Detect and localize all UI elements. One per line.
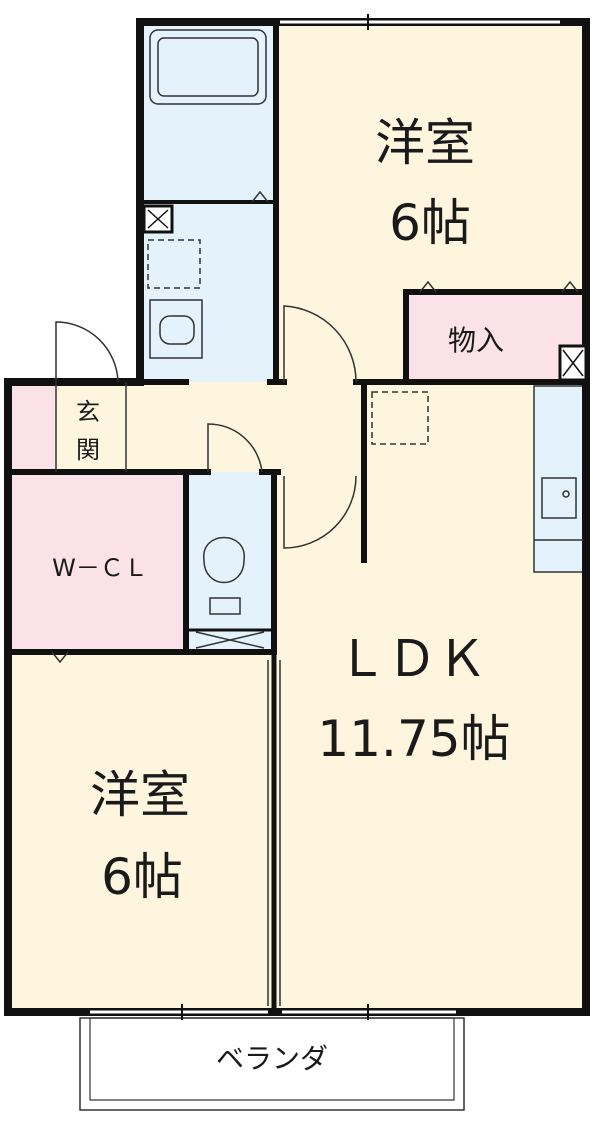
wash-basin bbox=[149, 299, 203, 359]
wic-name: W－ＣＬ bbox=[52, 554, 148, 582]
western-room-south-name: 洋室 bbox=[90, 766, 190, 824]
bathtub bbox=[149, 29, 267, 105]
wash-basin-bowl bbox=[159, 315, 195, 345]
washer-space bbox=[147, 239, 201, 289]
closet-mark-2 bbox=[561, 280, 579, 293]
ldk-door-swing bbox=[283, 475, 357, 549]
storage-name: 物入 bbox=[448, 324, 504, 357]
fixtures bbox=[51, 14, 588, 1020]
veranda-outline bbox=[79, 1017, 465, 1111]
toilet-tank bbox=[209, 597, 241, 615]
storage-floor bbox=[406, 292, 586, 382]
western-room-north-floor bbox=[276, 22, 586, 292]
western-room-north-name: 洋室 bbox=[375, 114, 475, 172]
entrance-name-line1: 玄 bbox=[76, 398, 100, 426]
wic-floor bbox=[8, 472, 186, 652]
kitchen-drain bbox=[562, 490, 570, 498]
vent-x2 bbox=[147, 209, 169, 229]
toilet-bottom-x2 bbox=[195, 631, 265, 649]
ldk-size: 11.75帖 bbox=[317, 710, 510, 768]
toilet-door-swing bbox=[207, 423, 263, 473]
toilet-floor bbox=[186, 472, 274, 652]
toilet-bowl bbox=[203, 536, 245, 584]
veranda bbox=[79, 1017, 465, 1111]
fridge-space bbox=[371, 391, 429, 445]
bath-mark bbox=[251, 190, 269, 203]
labels: 洋室 6帖 物入 玄 関 W－ＣＬ ＬＤＫ 11.75帖 洋室 6帖 ベランダ bbox=[52, 114, 510, 1075]
western-room-south-size: 6帖 bbox=[101, 848, 183, 906]
wic-door-mark bbox=[51, 651, 69, 664]
entrance-door-swing bbox=[55, 321, 119, 383]
storage-vent-x2 bbox=[562, 349, 584, 377]
closet-mark-1 bbox=[419, 280, 437, 293]
western-room-north-size: 6帖 bbox=[389, 194, 471, 252]
entrance-genkan-floor bbox=[8, 382, 56, 472]
floors bbox=[8, 22, 586, 1012]
entrance-name-line2: 関 bbox=[76, 436, 100, 464]
bathtub-inner bbox=[157, 37, 259, 97]
washroom-door-swing bbox=[283, 305, 357, 383]
kitchen-sink bbox=[541, 477, 577, 519]
veranda-name: ベランダ bbox=[216, 1042, 328, 1075]
ldk-name: ＬＤＫ bbox=[337, 630, 487, 688]
western-room-south-floor bbox=[8, 652, 274, 1012]
veranda-inner bbox=[89, 1017, 455, 1101]
